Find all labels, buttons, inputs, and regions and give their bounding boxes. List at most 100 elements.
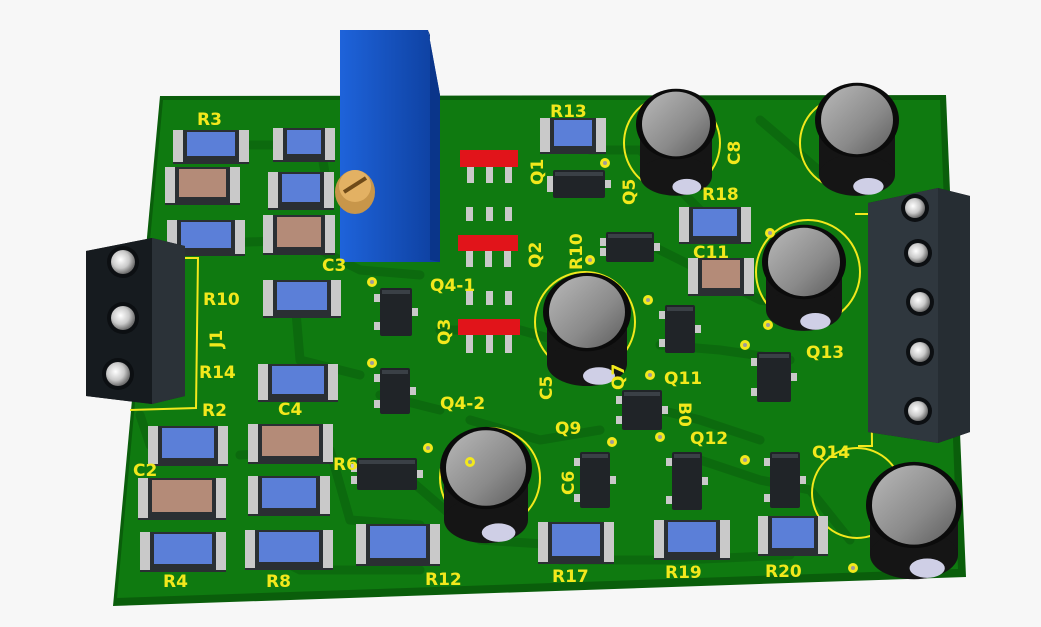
chip-lead xyxy=(410,387,416,395)
end-cap xyxy=(688,258,700,294)
chip-body xyxy=(380,368,410,414)
part-body-top xyxy=(152,480,212,512)
smd-resistor xyxy=(258,364,338,402)
smd-resistor xyxy=(356,524,440,566)
chip-lead xyxy=(547,176,553,184)
screw-hole xyxy=(905,198,925,218)
via-drill xyxy=(610,440,614,444)
label-c4: C4 xyxy=(278,400,302,420)
chip-lead xyxy=(417,470,423,478)
end-cap xyxy=(323,128,335,160)
part-body-top xyxy=(179,169,226,197)
part-body-top xyxy=(282,174,320,202)
chip-highlight xyxy=(608,234,652,238)
part-body-top xyxy=(272,366,324,394)
smd-capacitor xyxy=(248,424,333,464)
end-cap xyxy=(165,167,177,203)
end-cap xyxy=(216,426,228,464)
cap-top xyxy=(872,465,956,545)
via-drill xyxy=(370,280,374,284)
chip-lead xyxy=(666,458,672,466)
cap-polarity-mark xyxy=(481,523,516,542)
end-cap xyxy=(214,478,226,518)
cap-top xyxy=(549,276,625,348)
label-r12: R12 xyxy=(425,570,462,590)
part-body-top xyxy=(262,478,316,508)
end-cap xyxy=(248,424,260,462)
vias xyxy=(367,158,858,573)
chip-body xyxy=(553,170,605,198)
label-c3: C3 xyxy=(322,256,346,276)
chip-lead xyxy=(800,476,806,484)
label-q12: Q12 xyxy=(690,429,728,449)
chip-body xyxy=(606,232,654,262)
via-drill xyxy=(468,460,472,464)
smd-resistor xyxy=(273,128,335,162)
label-q4-2: Q4-2 xyxy=(440,394,485,414)
terminal-screw-holes xyxy=(102,194,934,425)
end-cap xyxy=(173,130,185,162)
label-r14: R14 xyxy=(199,363,236,383)
part-body-top xyxy=(552,524,600,556)
via-drill xyxy=(588,258,592,262)
smd-resistor xyxy=(245,530,333,570)
smd-resistor xyxy=(538,522,614,564)
end-cap xyxy=(538,522,550,562)
label-r4: R4 xyxy=(163,572,188,592)
label-r18: R18 xyxy=(702,185,739,205)
end-cap xyxy=(138,478,150,518)
label-r2: R2 xyxy=(202,401,227,421)
chip-highlight xyxy=(667,307,693,311)
smd-capacitor xyxy=(138,478,226,520)
chip-body xyxy=(580,452,610,508)
cap-top xyxy=(768,227,840,297)
electrolytic-capacitors xyxy=(440,82,962,580)
chip-lead xyxy=(600,248,606,256)
electrolytic-capacitor xyxy=(440,426,532,544)
end-cap xyxy=(258,364,270,400)
smd-resistor xyxy=(173,130,249,164)
part-body-top xyxy=(277,217,321,247)
end-cap xyxy=(228,167,240,203)
label-q4-1: Q4-1 xyxy=(430,276,475,296)
trimmer-potentiometer xyxy=(335,30,440,262)
part-body-top xyxy=(259,532,319,562)
part-body-top xyxy=(277,282,327,310)
smd-resistor xyxy=(263,280,341,318)
label-q7: Q7 xyxy=(609,364,629,390)
end-cap xyxy=(742,258,754,294)
end-cap xyxy=(594,118,606,152)
sot23-chip xyxy=(666,452,708,510)
end-cap xyxy=(816,516,828,554)
chip-body xyxy=(770,452,800,508)
end-cap xyxy=(237,130,249,162)
sot23-chip xyxy=(547,170,611,198)
smd-resistor xyxy=(758,516,828,556)
end-cap xyxy=(273,128,285,160)
chip-body xyxy=(622,390,662,430)
sot23-chip xyxy=(764,452,806,508)
chip-body xyxy=(357,458,417,490)
screw-hole xyxy=(106,362,130,386)
chip-lead xyxy=(412,308,418,316)
chip-lead xyxy=(654,243,660,251)
electrolytic-capacitor xyxy=(815,82,899,196)
part-body-top xyxy=(370,526,426,558)
chip-lead xyxy=(374,294,380,302)
transistor-pad-strips xyxy=(458,150,520,353)
end-cap xyxy=(758,516,770,554)
part-body-top xyxy=(187,132,235,156)
smd-passives xyxy=(138,118,828,572)
label-r13: R13 xyxy=(550,102,587,122)
smd-resistor xyxy=(140,532,226,572)
via-drill xyxy=(648,373,652,377)
chip-lead xyxy=(374,400,380,408)
chip-lead xyxy=(666,496,672,504)
end-cap xyxy=(428,524,440,564)
chip-lead xyxy=(616,396,622,404)
chip-highlight xyxy=(382,370,408,374)
end-cap xyxy=(323,215,335,253)
cap-polarity-mark xyxy=(800,313,831,330)
end-cap xyxy=(263,215,275,253)
end-cap xyxy=(540,118,552,152)
